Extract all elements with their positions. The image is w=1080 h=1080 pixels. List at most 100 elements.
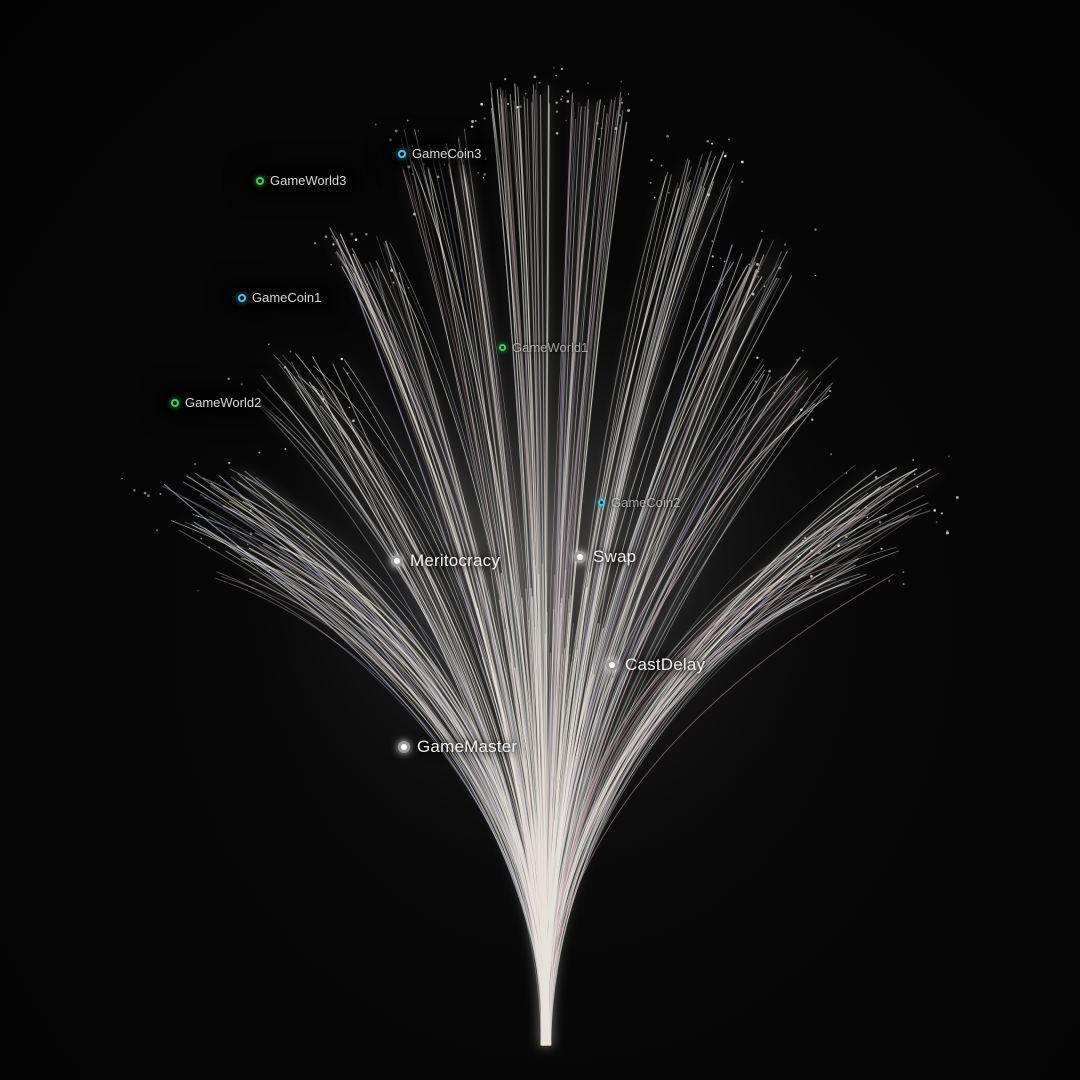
particle-dot	[707, 193, 711, 197]
particle-dot	[620, 80, 623, 83]
particle-dot	[159, 492, 162, 495]
node-gamemaster[interactable]: GameMaster	[398, 737, 517, 757]
particle-dot	[268, 569, 270, 572]
particle-dot	[143, 491, 147, 495]
particle-dot	[829, 390, 832, 393]
branch-strand	[549, 467, 897, 1046]
particle-dot	[818, 551, 821, 555]
particle-dot	[845, 472, 848, 474]
particle-dot	[888, 580, 890, 582]
particle-dot	[802, 539, 804, 542]
particle-dot	[258, 562, 260, 565]
branch-strand	[550, 573, 823, 1046]
particle-layer	[121, 67, 959, 592]
particle-dot	[913, 473, 916, 476]
particle-dot	[525, 93, 527, 95]
particle-dot	[864, 506, 868, 510]
branch-strand	[221, 576, 549, 1046]
node-label: GameCoin3	[412, 146, 482, 161]
particle-dot	[555, 101, 558, 104]
particle-dot	[811, 418, 814, 421]
particle-dot	[348, 406, 351, 409]
particle-dot	[719, 257, 722, 260]
particle-dot	[711, 240, 713, 242]
particle-dot	[553, 67, 555, 69]
particle-dot	[555, 110, 559, 113]
trunk-strand	[541, 648, 566, 1046]
particle-dot	[392, 281, 395, 284]
particle-dot	[768, 369, 771, 373]
node-dot-icon	[398, 149, 406, 158]
particle-dot	[227, 377, 231, 381]
particle-dot	[721, 284, 723, 286]
particle-dot	[916, 485, 919, 488]
particle-dot	[940, 512, 944, 515]
trunk-strand	[545, 572, 551, 1046]
branch-strand	[214, 577, 545, 1046]
node-castdelay[interactable]: CastDelay	[606, 655, 705, 675]
particle-dot	[600, 127, 603, 130]
particle-dot	[555, 131, 559, 135]
particle-dot	[566, 100, 570, 103]
particle-dot	[267, 343, 270, 346]
particle-dot	[794, 390, 796, 393]
particle-dot	[778, 266, 782, 270]
particle-dot	[389, 138, 393, 142]
particle-dot	[482, 176, 485, 179]
particle-dot	[773, 392, 775, 394]
particle-dot	[756, 356, 759, 359]
particle-dot	[757, 270, 759, 273]
node-dot-icon	[256, 176, 264, 185]
particle-dot	[477, 172, 479, 174]
branch-strand	[549, 370, 808, 1046]
particle-dot	[565, 119, 567, 122]
particle-dot	[205, 497, 207, 499]
particle-dot	[627, 109, 631, 112]
node-gamecoin3[interactable]: GameCoin3	[392, 142, 490, 165]
particle-dot	[538, 81, 541, 84]
node-gamecoin1[interactable]: GameCoin1	[232, 286, 330, 309]
particle-dot	[810, 574, 813, 578]
particle-dot	[823, 530, 826, 533]
node-gameworld2[interactable]: GameWorld2	[165, 391, 270, 414]
trunk-strand	[543, 574, 556, 1046]
particle-dot	[946, 530, 949, 533]
node-label: GameWorld3	[270, 173, 347, 188]
branch-strand	[351, 247, 543, 1046]
particle-dot	[411, 173, 414, 175]
node-label: GameWorld1	[512, 340, 589, 355]
particle-dot	[321, 398, 325, 401]
particle-dot	[471, 120, 475, 123]
particle-dot	[346, 372, 349, 375]
particle-dot	[390, 286, 392, 288]
particle-dot	[350, 232, 354, 236]
particle-dot	[314, 242, 317, 245]
particle-dot	[390, 269, 394, 272]
particle-dot	[710, 142, 714, 145]
node-gameworld3[interactable]: GameWorld3	[250, 169, 355, 192]
particle-dot	[283, 366, 286, 369]
node-dot-icon	[606, 659, 618, 671]
particle-dot	[814, 274, 817, 277]
trunk-strand	[489, 565, 549, 1046]
branch-strand	[542, 573, 894, 1046]
node-dot-icon	[238, 293, 246, 302]
particle-dot	[874, 475, 878, 479]
node-gamecoin2[interactable]: GameCoin2	[598, 495, 680, 510]
branch-strand	[248, 578, 550, 1046]
node-meritocracy[interactable]: Meritocracy	[391, 551, 500, 571]
particle-dot	[293, 585, 295, 587]
node-swap[interactable]: Swap	[574, 547, 636, 567]
node-dot-icon	[171, 398, 179, 407]
particle-dot	[407, 286, 410, 289]
particle-dot	[649, 181, 652, 184]
particle-dot	[740, 160, 744, 164]
branch-strand	[437, 158, 544, 1046]
branch-strand	[236, 545, 546, 1046]
particle-dot	[706, 140, 709, 143]
node-gameworld1[interactable]: GameWorld1	[499, 340, 588, 355]
particle-dot	[598, 137, 601, 140]
particle-dot	[519, 105, 523, 108]
node-dot-icon	[391, 555, 403, 567]
particle-dot	[566, 89, 570, 93]
